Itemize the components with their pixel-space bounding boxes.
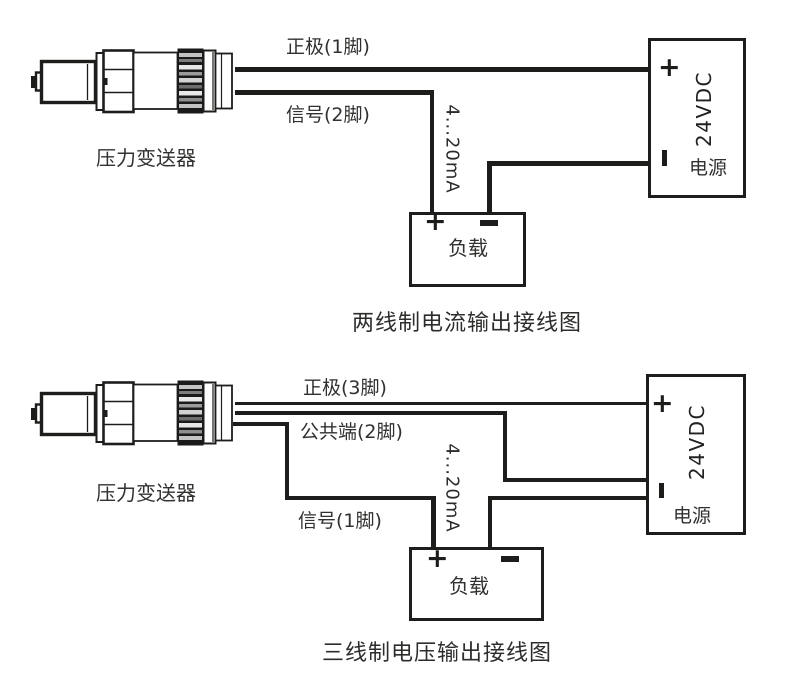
power-supply-box: [648, 38, 746, 198]
power-supply-box: [646, 374, 746, 535]
power-label: 电源: [673, 505, 712, 527]
wire-return-horizontal: [487, 161, 650, 166]
wire-signal-horizontal-1: [233, 421, 289, 426]
load-minus-terminal: [480, 220, 498, 226]
load-plus-terminal: +: [424, 206, 447, 237]
load-label: 负载: [449, 574, 489, 598]
wire-label-signal: 信号(2脚): [286, 104, 370, 126]
wire-label-common: 公共端(2脚): [300, 421, 403, 443]
wire-signal-horizontal-2: [284, 495, 436, 500]
wire-positive: [235, 402, 648, 405]
power-voltage-label: 24VDC: [685, 404, 709, 480]
load-label: 负载: [448, 236, 488, 260]
diagram-caption: 三线制电压输出接线图: [322, 641, 553, 666]
wire-return-vertical: [487, 161, 492, 215]
power-minus-terminal: [662, 150, 667, 166]
load-minus-terminal: [501, 556, 519, 562]
pressure-transmitter-icon: [31, 48, 233, 114]
load-plus-terminal: +: [426, 543, 449, 574]
load-box: [409, 212, 526, 287]
wire-positive: [235, 67, 650, 72]
wire-label-positive: 正极(3脚): [303, 377, 387, 399]
wire-label-signal: 信号(1脚): [298, 510, 382, 532]
wire-signal-vertical-1: [284, 421, 289, 500]
current-range-label: 4...20mA: [441, 104, 463, 194]
wire-signal-horizontal: [235, 90, 434, 95]
wire-load-return-horizontal: [488, 495, 648, 500]
load-box: [409, 547, 544, 621]
transmitter-label: 压力变送器: [96, 481, 196, 505]
wire-signal-vertical-2: [431, 495, 436, 550]
wire-common-vertical: [503, 410, 507, 482]
transmitter-label: 压力变送器: [96, 146, 196, 170]
wire-signal-vertical: [429, 90, 434, 215]
power-plus-terminal: +: [658, 52, 681, 83]
current-range-label: 4...20mA: [441, 443, 463, 533]
wire-common-horizontal-2: [503, 477, 648, 482]
power-voltage-label: 24VDC: [692, 71, 716, 147]
power-minus-terminal: [659, 483, 664, 498]
power-plus-terminal: +: [651, 388, 674, 419]
wire-label-positive: 正极(1脚): [286, 36, 370, 58]
wire-load-return-vertical: [488, 495, 492, 550]
wire-common-horizontal-1: [235, 410, 507, 415]
pressure-transmitter-icon: [31, 380, 233, 446]
diagram-caption: 两线制电流输出接线图: [352, 311, 583, 336]
power-label: 电源: [689, 157, 728, 179]
